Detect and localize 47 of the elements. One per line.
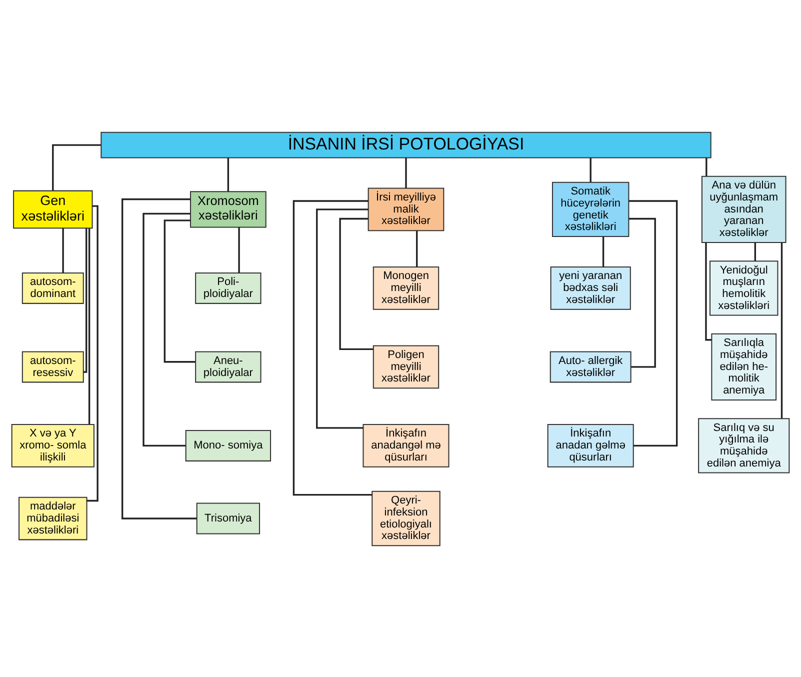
- connector: [754, 242, 756, 261]
- node-box: Sarılıq və su yığılma ilə müşahidə edilən anemiya: [698, 418, 790, 473]
- node-box: İnkişafın anadangəl mə qüsurları: [362, 424, 450, 467]
- connector: [84, 228, 88, 372]
- node-box: Aneu- ploidiyalar: [195, 350, 262, 382]
- node-box: Auto- allergik xəstəliklər: [550, 350, 632, 382]
- node-box: X və ya Y xromo- somla ilişkili: [11, 424, 94, 467]
- node-box: Somatik hüceyrələrin genetik xəstəlikləri: [552, 181, 630, 237]
- connector: [227, 157, 230, 192]
- connector: [121, 198, 197, 519]
- connector: [706, 157, 708, 176]
- connector: [142, 212, 190, 446]
- connector: [405, 157, 407, 188]
- connector: [164, 219, 196, 362]
- node-box: autosom- dominant: [22, 272, 84, 304]
- connector: [780, 242, 783, 418]
- node-box: Gen xəstəlikləri: [13, 190, 93, 228]
- node-box: Qeyri- infeksion etiologiyalı xəstəliklər: [372, 490, 440, 546]
- node-box: İnkişafın anadan gəlmə qüsurları: [547, 424, 634, 467]
- node-box: Sarılıqla müşahidə edilən he- molitik anemiya: [711, 332, 777, 400]
- connector: [62, 228, 64, 272]
- node-box: Poligen meyilli xəstəliklər: [372, 344, 440, 388]
- connector: [339, 217, 374, 350]
- connector: [292, 200, 372, 496]
- connector: [628, 200, 678, 446]
- connector: [238, 226, 240, 272]
- connector: [52, 144, 101, 190]
- node-box: Xromosom xəstəlikləri: [190, 190, 266, 228]
- node-box: Ana və dülün uyğunlaşmam asından yaranan xəstəliklər: [701, 175, 786, 242]
- node-box: Poli- ploidiyalar: [195, 272, 262, 304]
- node-box: autosom- resessiv: [22, 350, 84, 382]
- connector: [602, 236, 604, 267]
- node-box: Monogen meyilli xəstəliklər: [372, 266, 440, 310]
- connector: [88, 228, 90, 424]
- node-box: İNSANIN İRSİ POTOLOGİYASI: [100, 131, 712, 158]
- connector: [590, 157, 592, 182]
- connector: [628, 217, 656, 368]
- node-box: İrsi meyilliyə malik xəstəliklər: [368, 187, 444, 231]
- node-box: maddələr mübadiləsi xəstəlikləri: [18, 496, 88, 540]
- node-box: Trisomiya: [196, 502, 260, 534]
- connector: [86, 204, 98, 502]
- node-box: yeni yaranan bədxas səli xəstəliklər: [550, 266, 631, 310]
- connector: [316, 208, 368, 428]
- node-box: Yenidoğul muşların hemolitik xəstəlikləri: [709, 260, 778, 316]
- connector: [416, 230, 418, 266]
- connector: [705, 242, 712, 340]
- node-box: Mono- somiya: [185, 429, 272, 461]
